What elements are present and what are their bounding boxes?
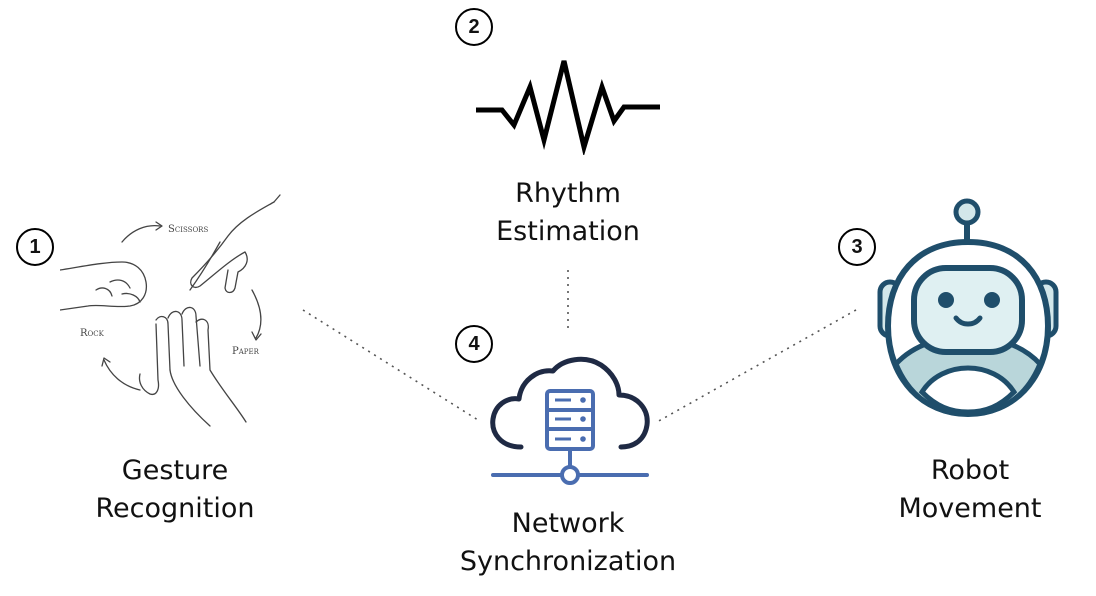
- hand-gestures-sketch-icon: Scissors Rock Paper: [60, 194, 281, 427]
- label-robot-line2: Movement: [898, 493, 1042, 524]
- step-badge-4: 4: [455, 325, 493, 363]
- label-robot-movement: Robot Movement: [860, 452, 1080, 528]
- label-rhythm-line2: Estimation: [496, 216, 640, 247]
- step-badge-3: 3: [838, 228, 876, 266]
- connector-robot-network: [656, 309, 857, 423]
- step-badge-2: 2: [455, 8, 493, 46]
- label-gesture-line2: Recognition: [95, 493, 255, 524]
- label-gesture-line1: Gesture: [121, 455, 229, 486]
- cloud-server-icon: [490, 356, 650, 485]
- label-rhythm-line1: Rhythm: [515, 178, 621, 209]
- label-robot-line1: Robot: [930, 455, 1010, 486]
- robot-head-icon: [877, 198, 1059, 418]
- sketch-label-rock: Rock: [80, 328, 105, 339]
- sketch-label-paper: Paper: [232, 346, 260, 357]
- waveform-icon: [476, 60, 660, 155]
- label-network-line2: Synchronization: [459, 546, 677, 577]
- label-rhythm-estimation: Rhythm Estimation: [458, 175, 678, 251]
- label-network-line1: Network: [511, 508, 625, 539]
- label-gesture-recognition: Gesture Recognition: [60, 452, 290, 528]
- step-badge-1: 1: [16, 228, 54, 266]
- sketch-label-scissors: Scissors: [168, 224, 208, 235]
- connector-gesture-network: [302, 309, 479, 421]
- label-network-synchronization: Network Synchronization: [428, 505, 708, 581]
